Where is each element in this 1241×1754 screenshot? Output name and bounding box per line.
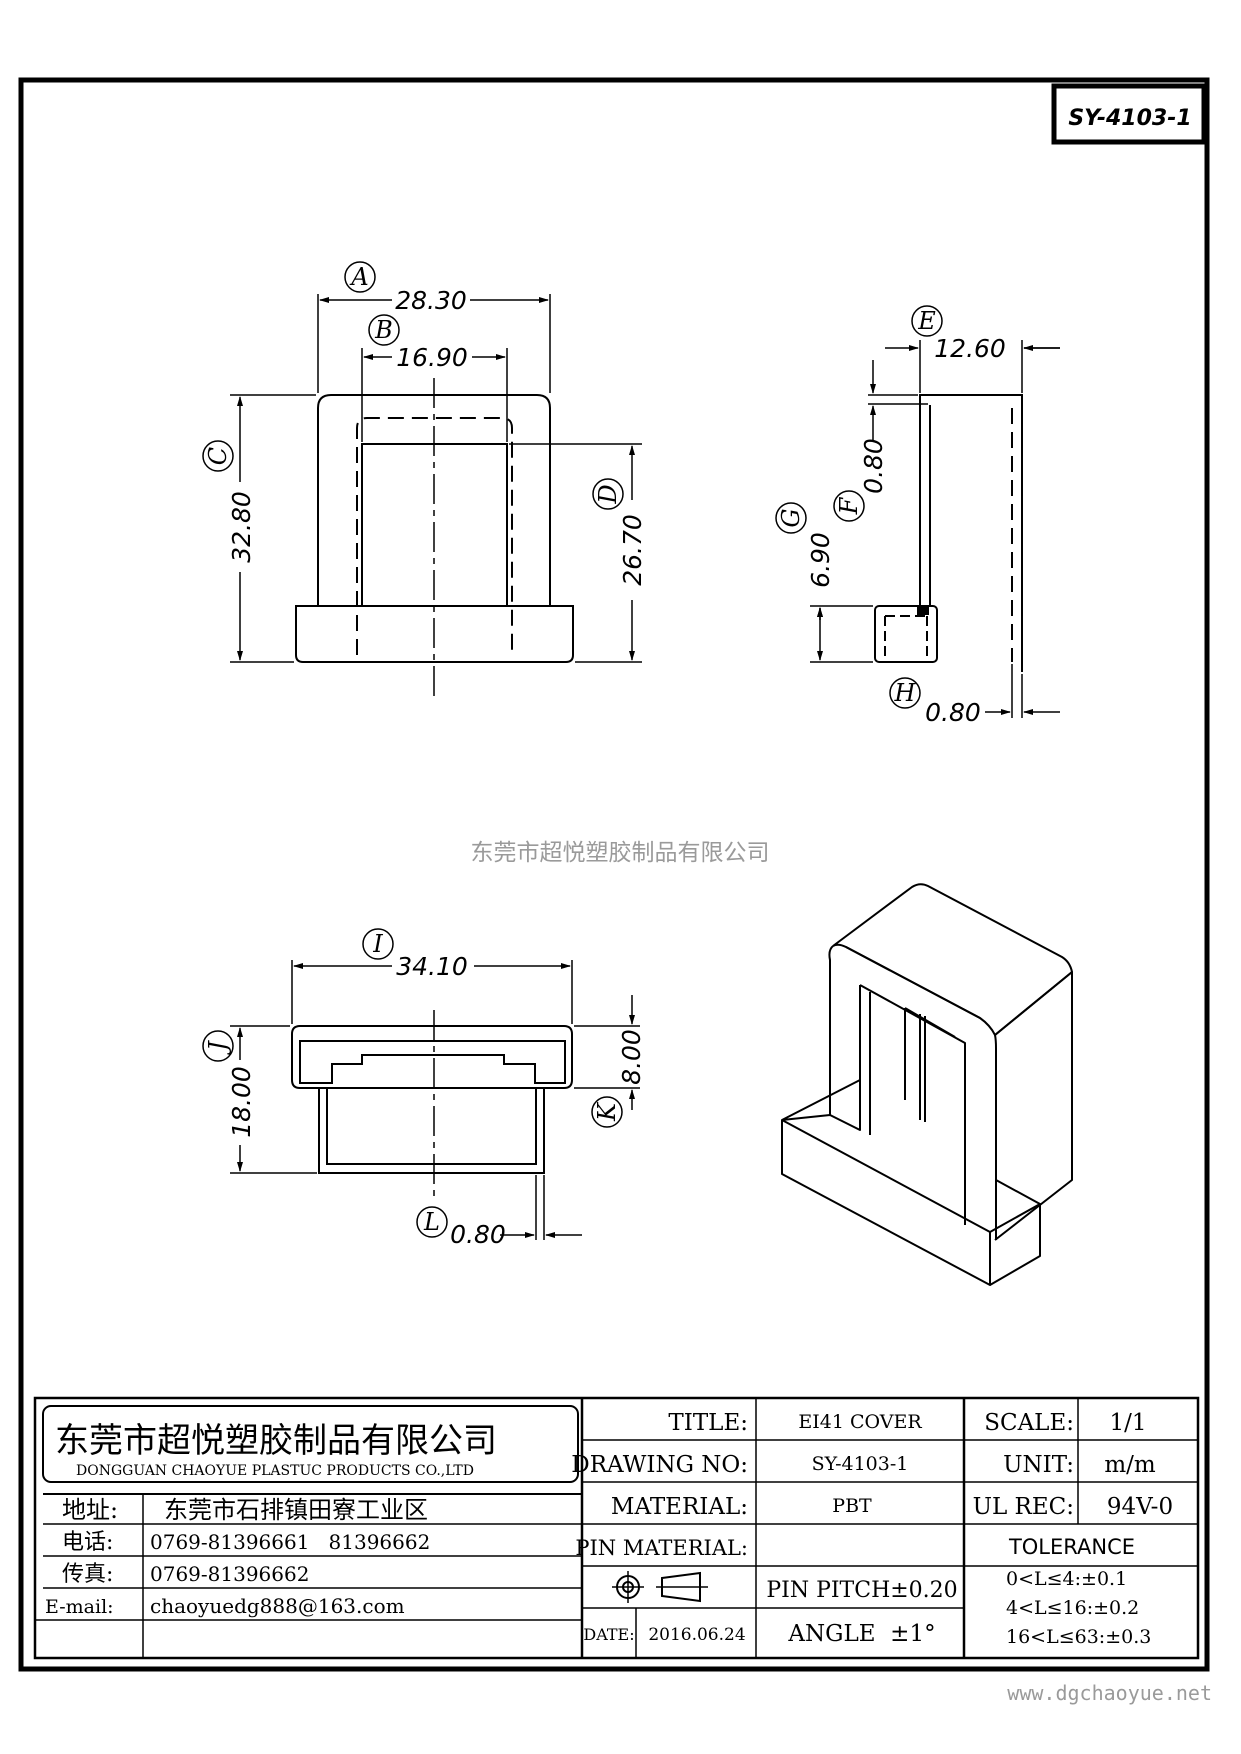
date-value: 2016.06.24 bbox=[648, 1625, 745, 1645]
tolerance-label: TOLERANCE bbox=[1008, 1535, 1135, 1559]
dim-j-value: 18.00 bbox=[227, 1066, 256, 1138]
title-label: TITLE: bbox=[668, 1410, 748, 1436]
scale-label: SCALE: bbox=[984, 1410, 1074, 1436]
dim-a-letter: A bbox=[349, 263, 368, 291]
scale-value: 1/1 bbox=[1109, 1410, 1146, 1436]
drawing-no-value: SY-4103-1 bbox=[812, 1453, 909, 1475]
address-label: 地址: bbox=[62, 1496, 118, 1524]
dim-h: H 0.80 bbox=[889, 677, 981, 727]
pin-pitch: PIN PITCH±0.20 bbox=[766, 1578, 957, 1603]
dim-a: A 28.30 bbox=[344, 261, 467, 315]
dim-k-letter: K bbox=[593, 1101, 621, 1122]
dim-e: E 12.60 bbox=[911, 305, 1006, 363]
dim-e-letter: E bbox=[917, 307, 936, 335]
unit-label: UNIT: bbox=[1003, 1452, 1074, 1478]
dim-h-letter: H bbox=[894, 679, 917, 707]
unit-value: m/m bbox=[1104, 1452, 1156, 1478]
phone-label: 电话: bbox=[62, 1530, 113, 1555]
dim-e-value: 12.60 bbox=[934, 334, 1006, 363]
angle-tolerance: ANGLE ±1° bbox=[787, 1621, 935, 1647]
dim-h-value: 0.80 bbox=[925, 698, 981, 727]
dim-g-value: 6.90 bbox=[806, 532, 835, 588]
dim-b: B 16.90 bbox=[368, 314, 468, 372]
ul-label: UL REC: bbox=[973, 1494, 1074, 1520]
dim-i: I 34.10 bbox=[362, 928, 468, 981]
phone-value: 0769-81396661 81396662 bbox=[150, 1530, 430, 1554]
dim-d-value: 26.70 bbox=[618, 514, 647, 586]
tolerance-line-1: 0<L≤4:±0.1 bbox=[1006, 1568, 1127, 1590]
title-block bbox=[33, 1396, 1200, 1660]
address-value: 东莞市石排镇田寮工业区 bbox=[164, 1496, 428, 1524]
dim-i-value: 34.10 bbox=[396, 952, 468, 981]
front-view bbox=[230, 294, 642, 700]
drawing-code: SY-4103-1 bbox=[1068, 106, 1191, 131]
isometric-view bbox=[781, 883, 1073, 1286]
watermark-company: 东莞市超悦塑胶制品有限公司 bbox=[471, 840, 770, 866]
pin-material-label: PIN MATERIAL: bbox=[575, 1536, 748, 1560]
dim-b-value: 16.90 bbox=[396, 343, 468, 372]
drawing-code-box bbox=[1051, 83, 1207, 145]
company-name-en: DONGGUAN CHAOYUE PLASTUC PRODUCTS CO.,LT… bbox=[76, 1463, 474, 1479]
dim-f: F 0.80 bbox=[833, 438, 888, 522]
dim-l: L 0.80 bbox=[416, 1206, 506, 1249]
company-name-cn: 东莞市超悦塑胶制品有限公司 bbox=[55, 1421, 497, 1461]
dim-k: K 8.00 bbox=[591, 1029, 646, 1128]
top-view bbox=[230, 960, 640, 1240]
fax-value: 0769-81396662 bbox=[150, 1562, 309, 1586]
fax-label: 传真: bbox=[62, 1562, 113, 1587]
email-label: E-mail: bbox=[45, 1596, 114, 1618]
dim-c-value: 32.80 bbox=[227, 491, 256, 563]
dim-d-letter: D bbox=[594, 484, 622, 504]
dim-i-letter: I bbox=[372, 930, 383, 958]
side-view bbox=[810, 340, 1060, 718]
dim-l-letter: L bbox=[423, 1208, 440, 1236]
dim-a-value: 28.30 bbox=[395, 286, 467, 315]
website-link[interactable]: www.dgchaoyue.net bbox=[1007, 1681, 1212, 1705]
tolerance-line-2: 4<L≤16:±0.2 bbox=[1006, 1597, 1139, 1619]
dim-f-letter: F bbox=[835, 496, 863, 515]
material-label: MATERIAL: bbox=[611, 1494, 748, 1520]
ul-value: 94V-0 bbox=[1107, 1494, 1173, 1520]
dim-k-value: 8.00 bbox=[617, 1029, 646, 1085]
dim-c: C 32.80 bbox=[202, 440, 256, 563]
dim-f-value: 0.80 bbox=[859, 438, 888, 494]
email-value: chaoyuedg888@163.com bbox=[150, 1594, 405, 1618]
dim-b-letter: B bbox=[374, 316, 393, 344]
date-label: DATE: bbox=[583, 1625, 634, 1644]
dim-d: D 26.70 bbox=[592, 478, 647, 586]
dim-l-value: 0.80 bbox=[450, 1220, 506, 1249]
dim-g: G 6.90 bbox=[775, 502, 835, 588]
dim-g-letter: G bbox=[777, 508, 805, 527]
material-value: PBT bbox=[832, 1495, 872, 1517]
dim-j: J 18.00 bbox=[202, 1030, 256, 1138]
dim-c-letter: C bbox=[204, 447, 232, 465]
title-value: EI41 COVER bbox=[798, 1411, 922, 1433]
drawing-no-label: DRAWING NO: bbox=[571, 1452, 748, 1478]
drawing-border bbox=[18, 77, 1210, 1672]
tolerance-line-3: 16<L≤63:±0.3 bbox=[1006, 1626, 1151, 1648]
dim-j-letter: J bbox=[204, 1040, 232, 1056]
